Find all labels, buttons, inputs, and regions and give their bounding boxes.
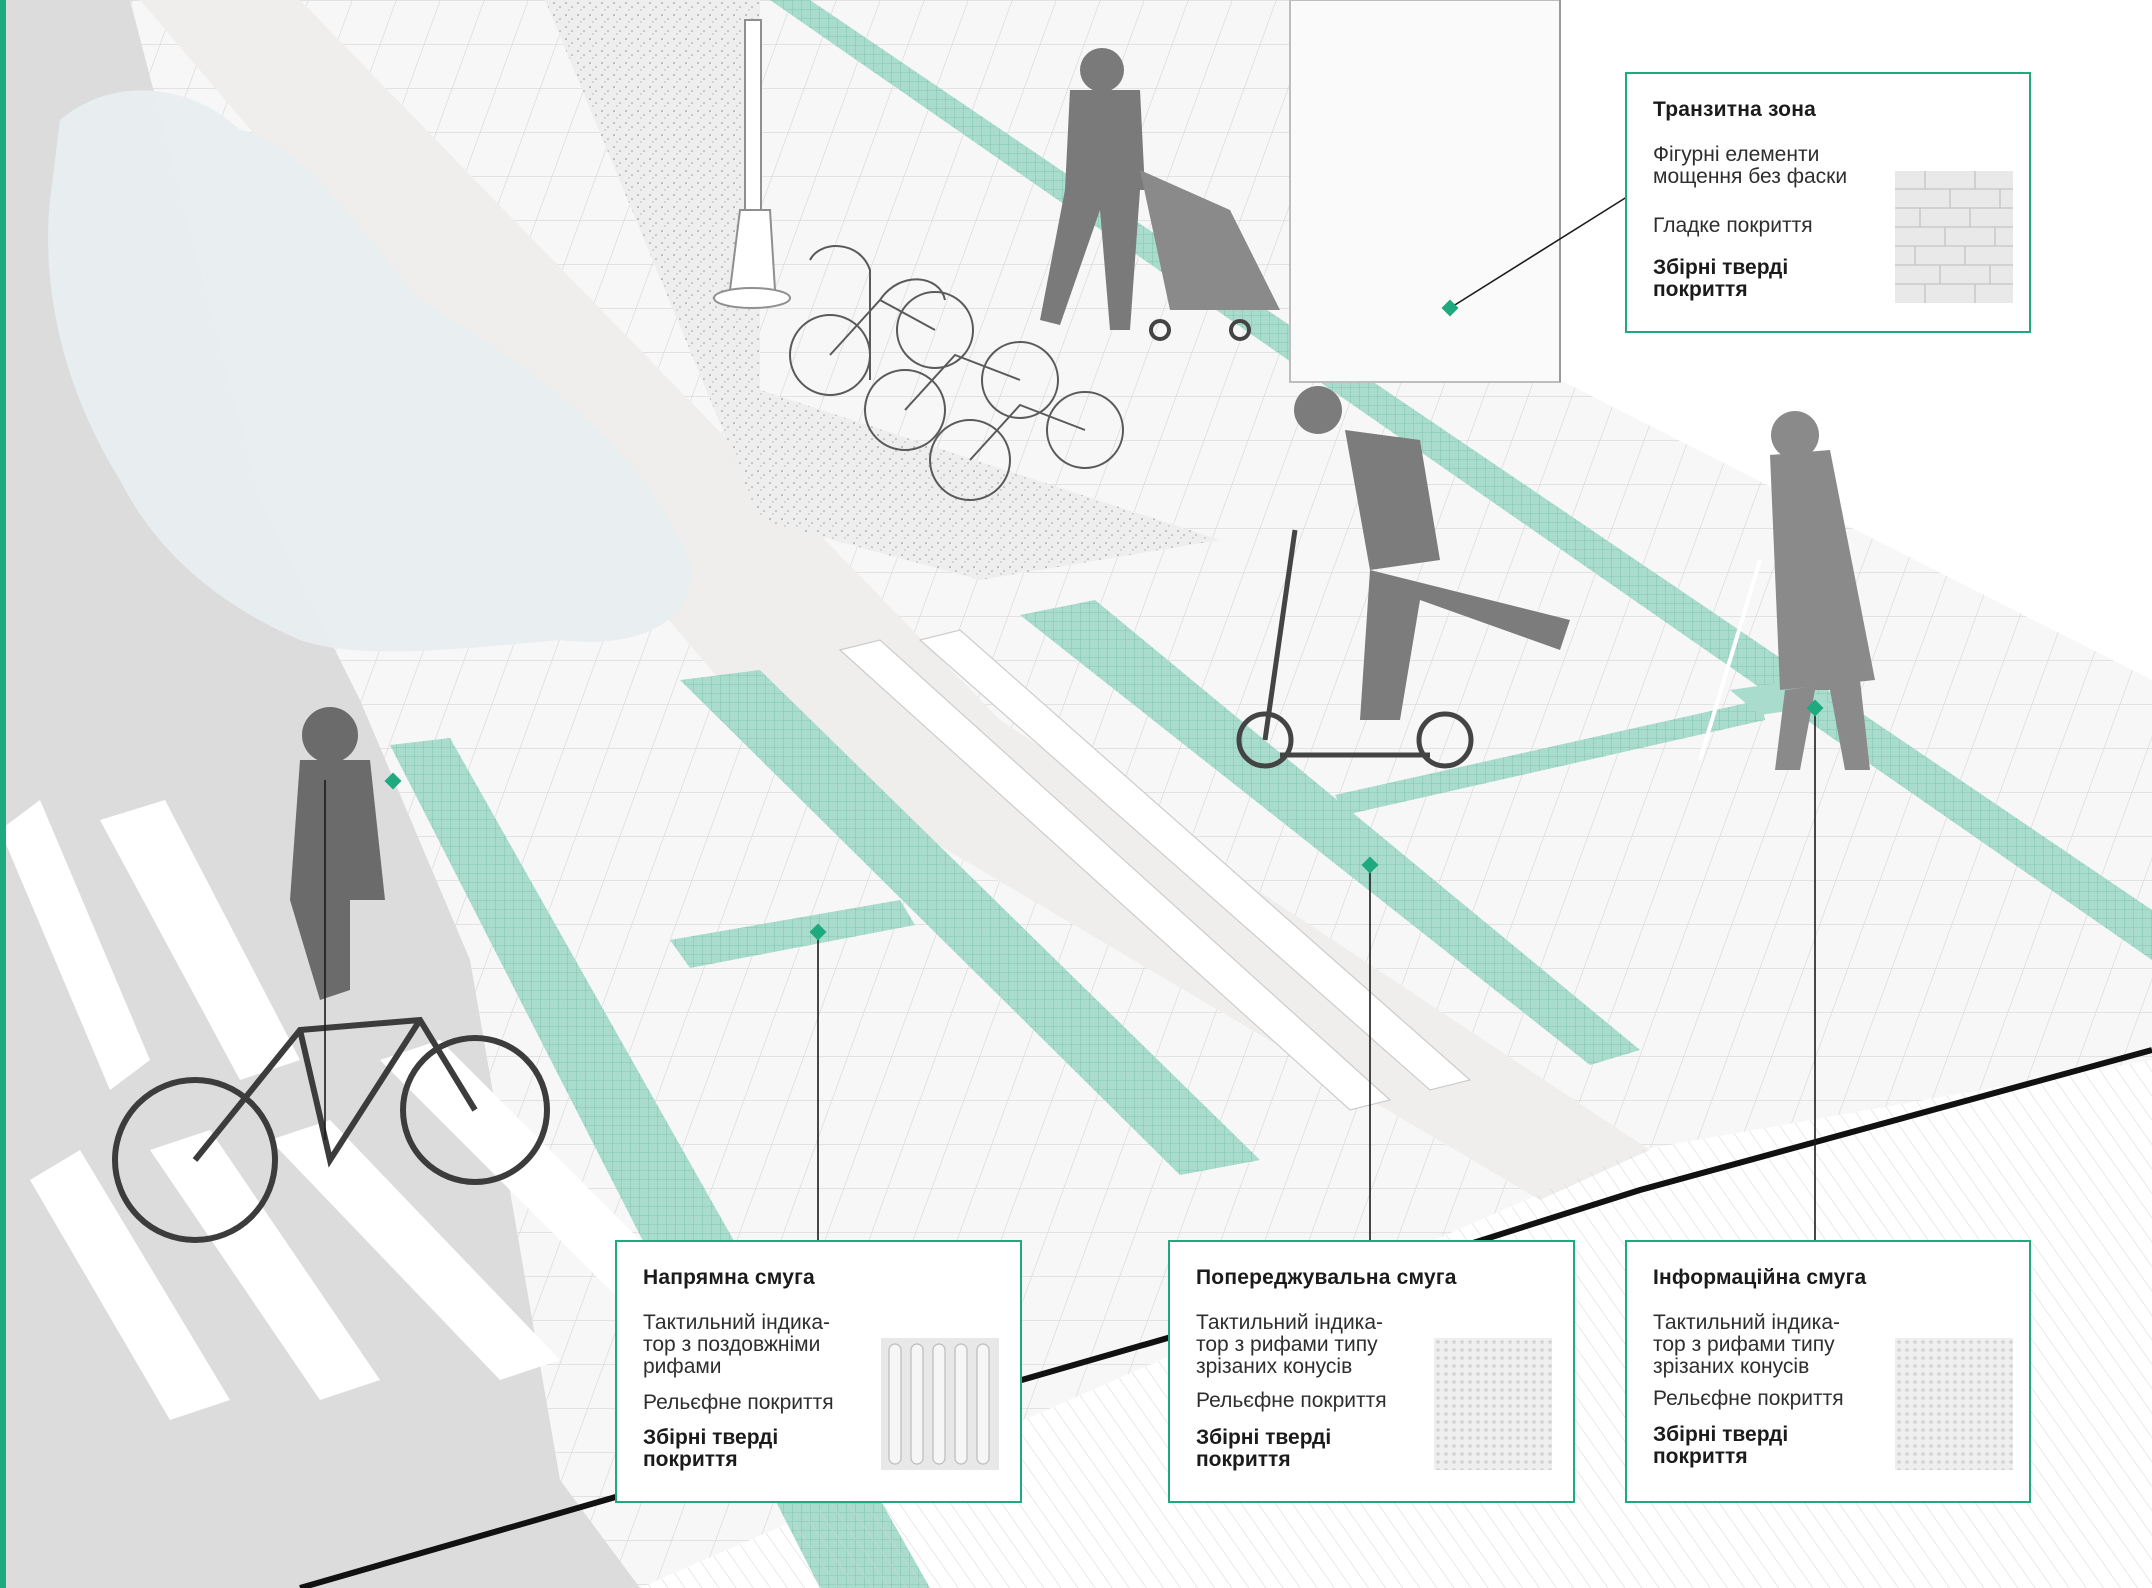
truncated-cones-swatch xyxy=(1434,1338,1552,1470)
callout-material: Збірні тверді покриття xyxy=(1653,256,1789,301)
accent-bar xyxy=(0,0,6,1588)
elderly-man-with-cane xyxy=(1698,411,1875,770)
bicycle-rack xyxy=(789,245,1124,501)
callout-transit-zone: Транзитна зона Фігурні елементи мощення … xyxy=(1625,72,2031,333)
callout-description: Тактильний індика- тор з рифами типу зрі… xyxy=(1653,1311,1840,1378)
callout-description: Тактильний індика- тор з рифами типу зрі… xyxy=(1196,1311,1383,1378)
cyclist xyxy=(112,707,550,1243)
callout-material: Збірні тверді покриття xyxy=(643,1426,779,1471)
longitudinal-ribs-swatch xyxy=(881,1338,999,1470)
callout-material: Збірні тверді покриття xyxy=(1196,1426,1332,1471)
crossing-bands xyxy=(838,629,1472,1111)
leader-markers xyxy=(384,299,1824,941)
zebra-crossing xyxy=(0,800,680,1420)
callout-coverage: Рельєфне покриття xyxy=(643,1391,834,1414)
callout-title: Попереджувальна смуга xyxy=(1196,1266,1457,1289)
callout-info-strip: Інформаційна смуга Тактильний індика- то… xyxy=(1625,1240,2031,1503)
building-wall xyxy=(1289,0,1561,383)
callout-guide-strip: Напрямна смуга Тактильний індика- тор з … xyxy=(615,1240,1022,1503)
callout-description: Тактильний індика- тор з поздовжніми риф… xyxy=(643,1311,830,1378)
street-lamp xyxy=(713,19,791,309)
callout-title: Напрямна смуга xyxy=(643,1266,815,1289)
callout-title: Транзитна зона xyxy=(1653,98,1816,121)
brick-paving-swatch xyxy=(1895,171,2013,303)
ground-cut xyxy=(0,1060,2152,1588)
callout-material: Збірні тверді покриття xyxy=(1653,1423,1789,1468)
woman-with-stroller xyxy=(1040,48,1280,341)
callout-coverage: Рельєфне покриття xyxy=(1653,1387,1844,1410)
bike-lane xyxy=(140,0,1650,1200)
callout-title: Інформаційна смуга xyxy=(1653,1266,1867,1289)
tree-silhouette xyxy=(48,90,692,652)
leader-lines xyxy=(324,194,1816,1240)
callout-coverage: Рельєфне покриття xyxy=(1196,1389,1387,1412)
callout-description: Фігурні елементи мощення без фаски xyxy=(1653,143,1848,188)
callout-warning-strip: Попереджувальна смуга Тактильний індика-… xyxy=(1168,1240,1575,1503)
callout-coverage: Гладке покриття xyxy=(1653,214,1813,237)
scooter-rider xyxy=(1236,386,1570,769)
truncated-cones-swatch xyxy=(1895,1338,2013,1470)
